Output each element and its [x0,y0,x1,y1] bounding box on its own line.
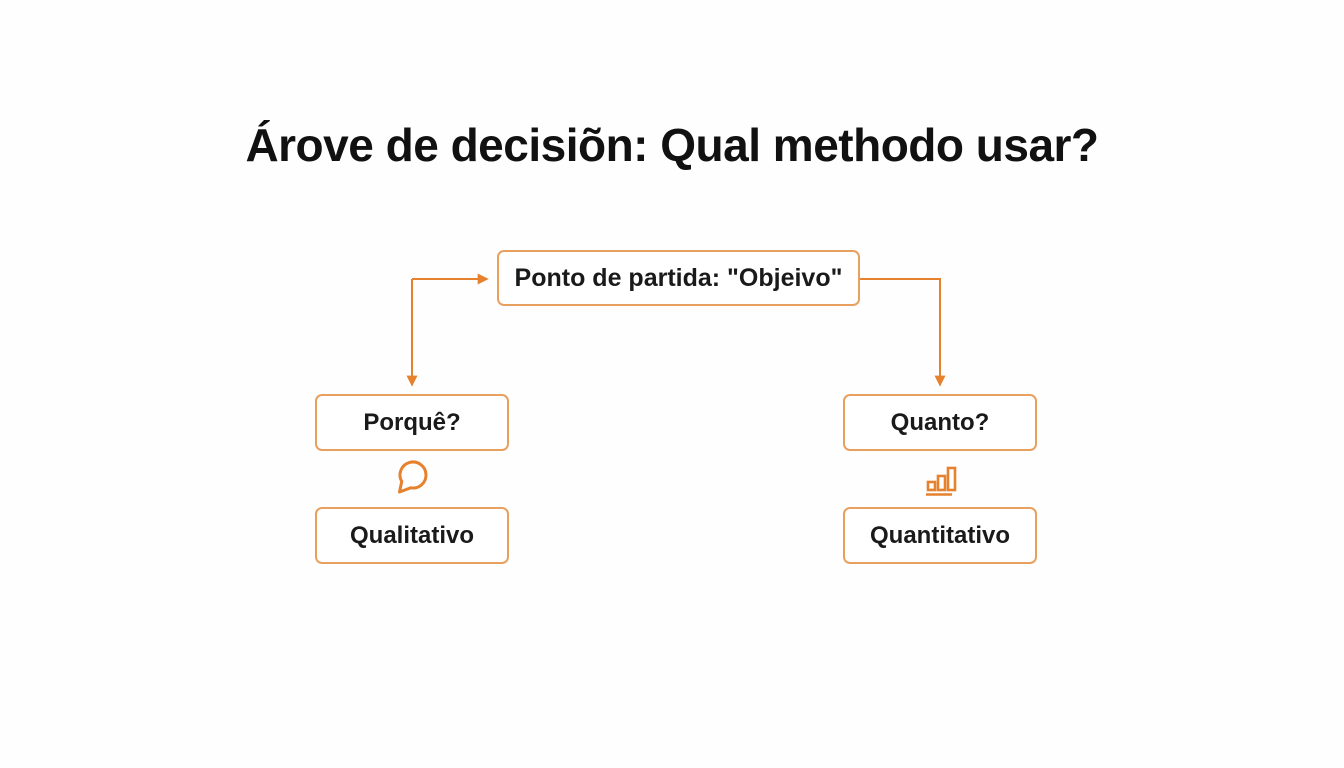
speech-bubble-icon [390,458,434,500]
left-result-node: Qualitativo [315,507,509,564]
left-question-node: Porquê? [315,394,509,451]
page-title: Árove de decisiõn: Qual methodo usar? [245,119,1099,171]
root-node: Ponto de partida: "Objeivo" [497,250,860,306]
right-result-node: Quantitativo [843,507,1037,564]
connector-right-elbow [860,278,946,387]
bar-chart-icon [918,458,962,500]
right-question-node: Quanto? [843,394,1037,451]
